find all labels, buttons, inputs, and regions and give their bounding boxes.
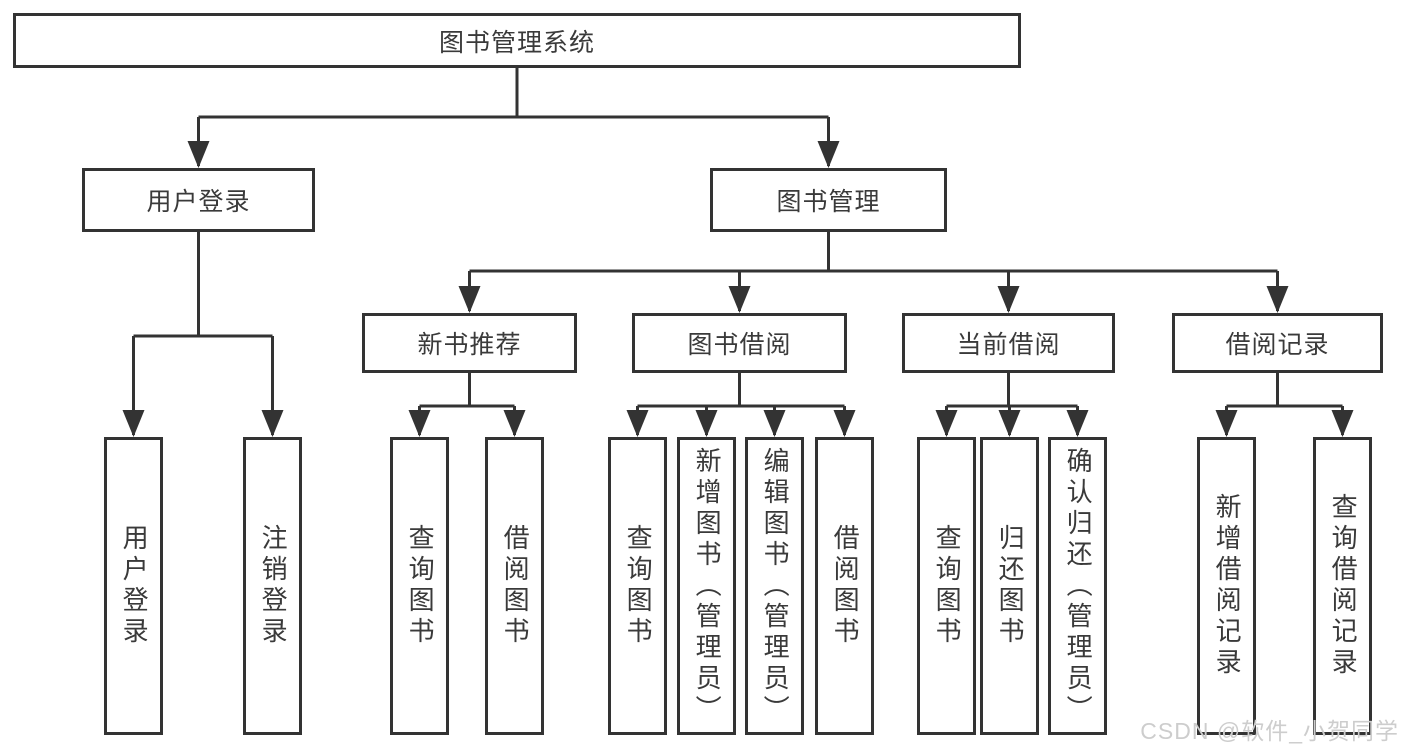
arrow-down-icon: [997, 286, 1020, 313]
csdn-watermark: CSDN @软件_小贺同学: [1140, 718, 1399, 744]
arrow-down-icon: [833, 410, 856, 437]
leaf-query-borrow-records: 查询借阅记录: [1313, 437, 1372, 735]
node-label: 确认归还（管理员）: [1063, 446, 1094, 726]
node-book-management: 图书管理: [710, 168, 947, 232]
node-label: 查询借阅记录: [1328, 493, 1359, 679]
arrow-down-icon: [1215, 410, 1238, 437]
leaf-query-books: 查询图书: [390, 437, 449, 735]
leaf-borrow-books: 借阅图书: [815, 437, 874, 735]
arrow-down-icon: [408, 410, 431, 437]
node-label: 借阅图书: [830, 524, 861, 648]
arrow-down-icon: [728, 286, 751, 313]
node-borrowing-records: 借阅记录: [1172, 313, 1383, 373]
arrow-down-icon: [1066, 410, 1089, 437]
leaf-add-books-admin: 新增图书（管理员）: [677, 437, 736, 735]
node-label: 用户登录: [146, 188, 251, 216]
arrow-down-icon: [122, 410, 145, 437]
arrow-down-icon: [1331, 410, 1354, 437]
leaf-query-books: 查询图书: [608, 437, 667, 735]
leaf-borrow-books: 借阅图书: [485, 437, 544, 735]
arrow-down-icon: [935, 410, 958, 437]
leaf-add-borrow-record: 新增借阅记录: [1197, 437, 1256, 735]
arrow-down-icon: [626, 410, 649, 437]
connector-line: [1225, 373, 1344, 435]
arrow-down-icon: [1266, 286, 1289, 313]
arrow-down-icon: [261, 410, 284, 437]
node-label: 新增图书（管理员）: [692, 446, 723, 726]
node-label: 注销登录: [258, 524, 289, 648]
leaf-edit-books-admin: 编辑图书（管理员）: [745, 437, 804, 735]
node-label: 查询图书: [405, 524, 436, 648]
leaf-return-books: 归还图书: [980, 437, 1039, 735]
node-current-borrowing: 当前借阅: [902, 313, 1115, 373]
arrow-down-icon: [998, 410, 1021, 437]
node-label: 新增借阅记录: [1212, 493, 1243, 679]
node-user-login: 用户登录: [82, 168, 315, 232]
node-new-book-recommendation: 新书推荐: [362, 313, 577, 373]
node-book-borrowing: 图书借阅: [632, 313, 847, 373]
node-label: 查询图书: [623, 524, 654, 648]
connector-line: [418, 373, 516, 435]
connector-line: [197, 68, 830, 166]
node-label: 图书借阅: [687, 331, 792, 359]
arrow-down-icon: [763, 410, 786, 437]
node-label: 用户登录: [119, 524, 150, 648]
connector-line: [132, 232, 274, 435]
leaf-query-books: 查询图书: [917, 437, 976, 735]
node-library-management-system: 图书管理系统: [13, 13, 1021, 68]
node-label: 借阅图书: [500, 524, 531, 648]
connector-line: [468, 232, 1279, 311]
node-label: 图书管理: [776, 188, 881, 216]
arrow-down-icon: [695, 410, 718, 437]
connector-line: [636, 373, 846, 435]
leaf-user-login: 用户登录: [104, 437, 163, 735]
node-label: 归还图书: [995, 524, 1026, 648]
leaf-confirm-return-admin: 确认归还（管理员）: [1048, 437, 1107, 735]
node-label: 新书推荐: [417, 331, 522, 359]
node-label: 编辑图书（管理员）: [760, 446, 791, 726]
arrow-down-icon: [817, 141, 840, 168]
arrow-down-icon: [458, 286, 481, 313]
node-label: 当前借阅: [956, 331, 1061, 359]
arrow-down-icon: [503, 410, 526, 437]
node-label: 查询图书: [932, 524, 963, 648]
node-label: 图书管理系统: [438, 28, 595, 57]
leaf-logout: 注销登录: [243, 437, 302, 735]
arrow-down-icon: [187, 141, 210, 168]
node-label: 借阅记录: [1225, 331, 1330, 359]
